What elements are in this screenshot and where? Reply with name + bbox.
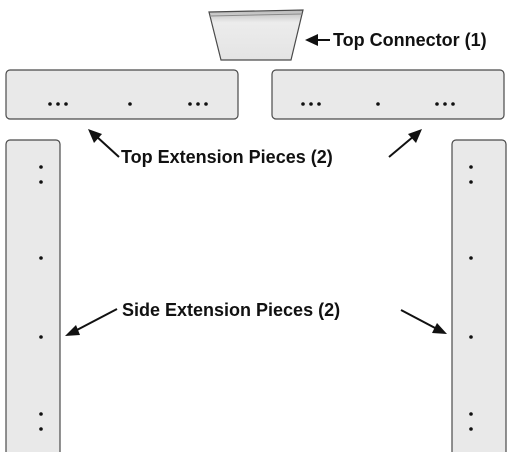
- top-extension-piece-right: [271, 69, 505, 120]
- arrow-top-connector: [305, 34, 330, 46]
- top-extension-label: Top Extension Pieces (2): [121, 147, 333, 167]
- side-extension-label: Side Extension Pieces (2): [122, 300, 341, 320]
- arrow-top-extension-right: [388, 129, 422, 158]
- side-extension-piece-right: [451, 139, 507, 452]
- side-extension-piece-left: [5, 139, 61, 452]
- arrow-side-extension-left: [65, 308, 118, 336]
- top-connector-part: [208, 9, 304, 61]
- top-extension-piece-left: [5, 69, 239, 120]
- arrow-side-extension-right: [400, 309, 447, 334]
- arrow-top-extension-left: [88, 129, 120, 158]
- top-connector-label: Top Connector (1): [333, 30, 487, 50]
